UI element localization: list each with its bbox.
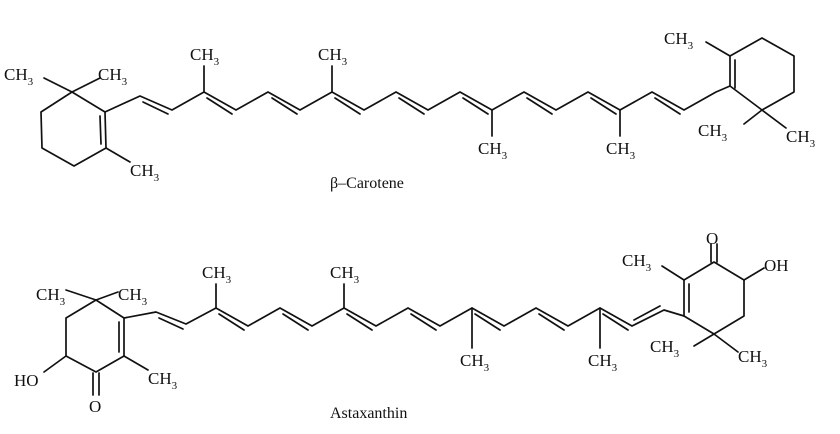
methyl-label: CH3 (36, 285, 66, 308)
methyl-label: CH3 (4, 65, 34, 88)
methyl-label: CH3 (738, 347, 768, 370)
beta-carotene-structure: CH3 CH3 CH3 CH3 CH3 CH3 CH3 CH3 CH3 CH3 … (4, 29, 816, 192)
astaxanthin-right-ring (661, 243, 765, 353)
methyl-label: CH3 (650, 337, 680, 360)
methyl-label: CH3 (622, 251, 652, 274)
hydroxyl-label: OH (764, 256, 789, 275)
hydroxyl-label: HO (14, 371, 39, 390)
beta-carotene-right-ring (705, 37, 795, 129)
methyl-label: CH3 (130, 161, 160, 184)
carbonyl-oxygen-label: O (706, 229, 718, 248)
beta-carotene-polyene-chain (104, 65, 731, 137)
methyl-label: CH3 (190, 45, 220, 68)
beta-carotene-left-ring (40, 77, 131, 167)
astaxanthin-structure: CH3 CH3 CH3 CH3 CH3 CH3 CH3 CH3 CH3 CH3 … (14, 229, 789, 422)
methyl-label: CH3 (588, 351, 618, 374)
astaxanthin-polyene-chain (123, 283, 685, 349)
methyl-label: CH3 (460, 351, 490, 374)
methyl-label: CH3 (148, 369, 178, 392)
methyl-label: CH3 (786, 127, 816, 150)
astaxanthin-caption: Astaxanthin (330, 405, 407, 422)
methyl-label: CH3 (664, 29, 694, 52)
beta-carotene-caption: β–Carotene (330, 175, 404, 192)
methyl-label: CH3 (330, 263, 360, 286)
methyl-label: CH3 (202, 263, 232, 286)
methyl-label: CH3 (698, 121, 728, 144)
methyl-label: CH3 (98, 65, 128, 88)
methyl-label: CH3 (318, 45, 348, 68)
carbonyl-oxygen-label: O (89, 397, 101, 416)
methyl-label: CH3 (118, 285, 148, 308)
methyl-label: CH3 (606, 139, 636, 162)
methyl-label: CH3 (478, 139, 508, 162)
